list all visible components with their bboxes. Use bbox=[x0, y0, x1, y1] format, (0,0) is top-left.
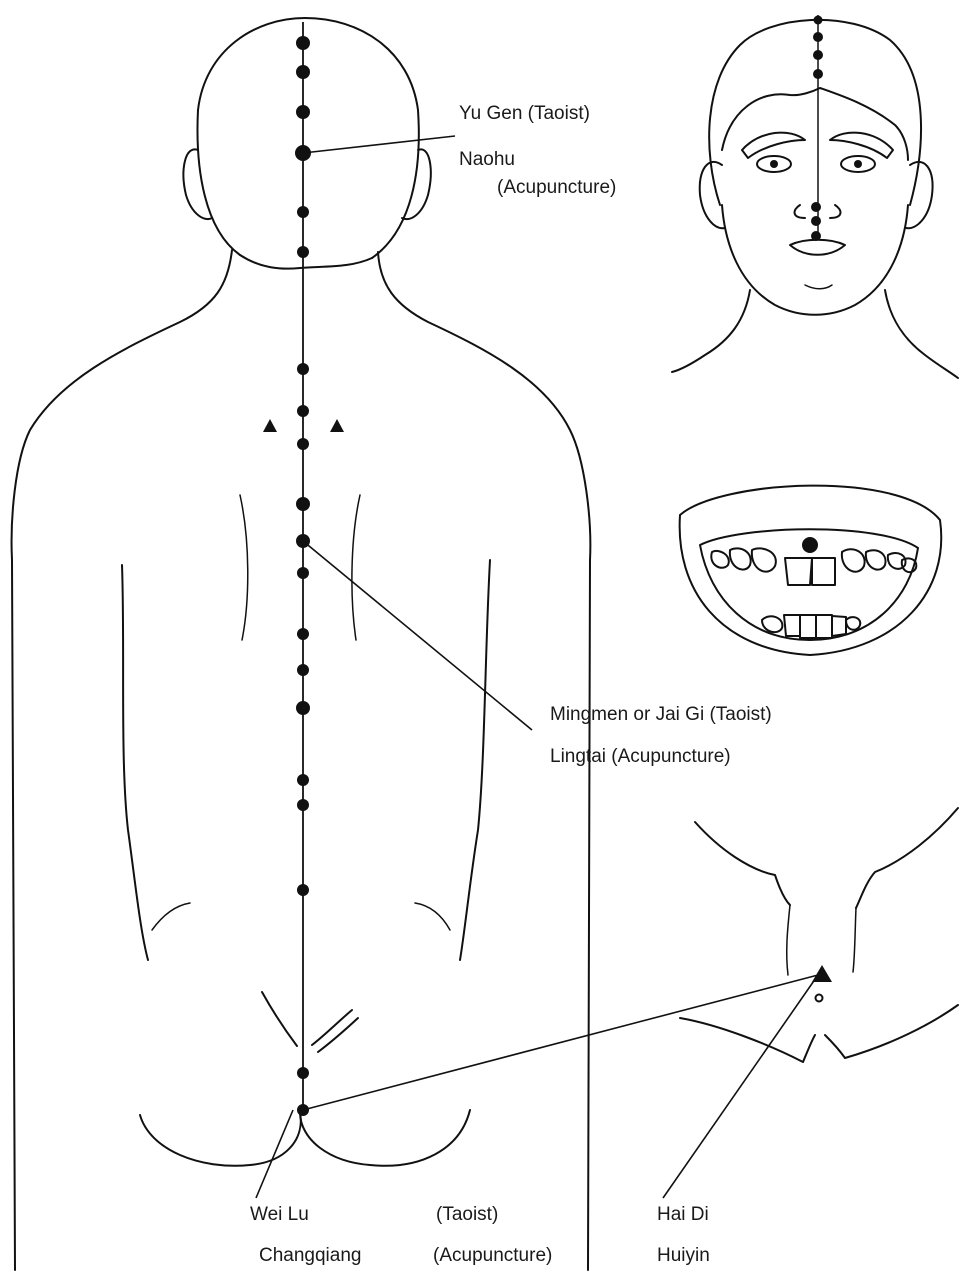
label-changqiang-acupuncture: (Acupuncture) bbox=[433, 1246, 552, 1265]
leader-yu-gen bbox=[303, 136, 455, 153]
face-right-pupil bbox=[854, 160, 862, 168]
leader-wei-lu bbox=[256, 1110, 293, 1198]
back-right-ear bbox=[402, 149, 431, 219]
label-yu-gen: Yu Gen (Taoist) bbox=[459, 104, 590, 123]
leader-mingmen bbox=[303, 541, 532, 730]
face-neck-left bbox=[672, 290, 750, 372]
upper-teeth bbox=[711, 548, 916, 585]
right-triangle-marker bbox=[330, 419, 344, 432]
face-hairline bbox=[722, 88, 908, 160]
face-mouth bbox=[790, 240, 845, 255]
face-right-ear bbox=[906, 162, 933, 228]
label-wei-lu: Wei Lu bbox=[250, 1205, 309, 1224]
left-buttock bbox=[140, 1112, 301, 1166]
face-right-brow bbox=[830, 133, 893, 158]
perineum-left-thigh bbox=[787, 905, 790, 975]
face-view-figure bbox=[672, 15, 958, 378]
label-huiyin: Huiyin bbox=[657, 1246, 710, 1265]
perineum-upper-left bbox=[695, 822, 790, 905]
perineum-view-figure bbox=[680, 808, 958, 1062]
perineum-left-buttock bbox=[680, 1018, 815, 1062]
leader-lines bbox=[256, 136, 818, 1198]
perineum-right-buttock bbox=[825, 1005, 958, 1058]
label-wei-lu-taoist: (Taoist) bbox=[436, 1205, 498, 1224]
face-points bbox=[811, 16, 823, 242]
perineum-upper-right bbox=[856, 808, 958, 908]
perineum-right-thigh bbox=[853, 908, 856, 972]
back-head-outline bbox=[197, 18, 418, 258]
leader-hai-di bbox=[663, 975, 818, 1198]
left-triangle-marker bbox=[263, 419, 277, 432]
face-chin bbox=[805, 285, 832, 289]
face-neck-right bbox=[885, 290, 958, 378]
back-right-torso bbox=[460, 560, 490, 960]
back-left-shoulder bbox=[12, 250, 232, 1270]
label-hai-di: Hai Di bbox=[657, 1205, 709, 1224]
sacral-mark-left bbox=[262, 992, 297, 1046]
palate-point bbox=[802, 537, 818, 553]
face-left-pupil bbox=[770, 160, 778, 168]
label-mingmen: Mingmen or Jai Gi (Taoist) bbox=[550, 705, 772, 724]
back-view-figure bbox=[12, 18, 591, 1270]
label-naohu: Naohu bbox=[459, 150, 515, 169]
leader-hai-di-from-spine bbox=[303, 975, 818, 1110]
right-hip-curve bbox=[415, 903, 450, 930]
right-buttock bbox=[300, 1110, 470, 1166]
right-scapula-line bbox=[352, 495, 360, 640]
label-naohu-sub: (Acupuncture) bbox=[497, 178, 616, 197]
mouth-view-figure bbox=[680, 486, 942, 655]
back-left-torso bbox=[122, 565, 148, 960]
label-changqiang: Changqiang bbox=[259, 1246, 361, 1265]
label-lingtai: Lingtai (Acupuncture) bbox=[550, 747, 731, 766]
anus-mark bbox=[816, 995, 823, 1002]
left-hip-curve bbox=[152, 903, 190, 930]
left-scapula-line bbox=[240, 495, 248, 640]
face-left-brow bbox=[742, 133, 805, 158]
